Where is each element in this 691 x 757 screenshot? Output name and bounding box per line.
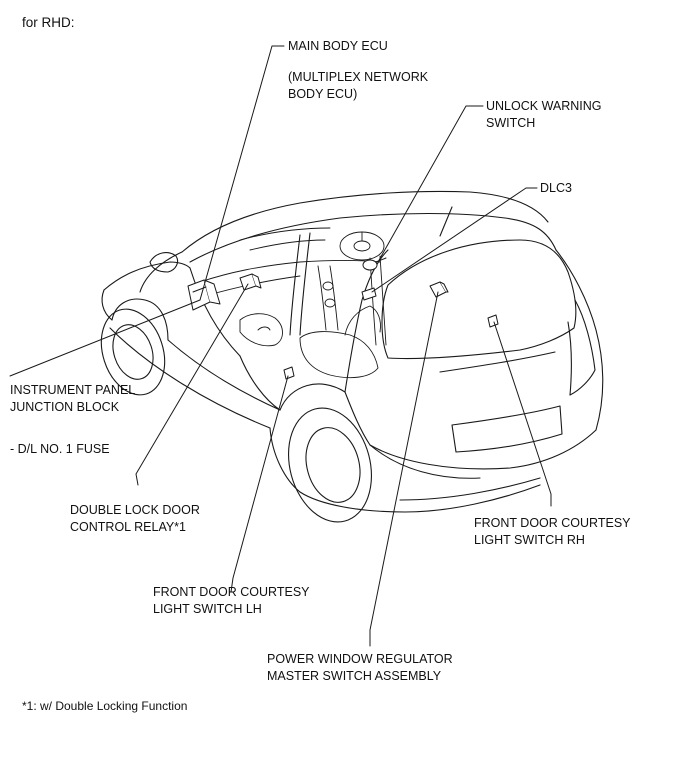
label-front-door-courtesy-rh: FRONT DOOR COURTESY LIGHT SWITCH RH [474, 516, 631, 547]
car-body [91, 191, 603, 531]
label-instrument-panel-jb: INSTRUMENT PANEL JUNCTION BLOCK [10, 383, 136, 414]
leader-instrument-panel-jb [10, 300, 200, 376]
leader-power-window [370, 292, 438, 646]
front-door-courtesy-lh-part [284, 367, 294, 379]
leader-main-body-ecu [200, 46, 284, 300]
label-double-lock-relay: DOUBLE LOCK DOOR CONTROL RELAY*1 [70, 503, 200, 534]
double-lock-relay-part [240, 274, 261, 290]
power-window-master-part [430, 282, 448, 297]
leader-double-lock-relay [136, 284, 248, 485]
leader-unlock-warning [378, 106, 483, 262]
leader-courtesy-lh [231, 376, 288, 592]
label-main-body-ecu-sub: (MULTIPLEX NETWORK BODY ECU) [288, 70, 429, 101]
label-power-window-master: POWER WINDOW REGULATOR MASTER SWITCH ASS… [267, 652, 453, 683]
label-front-door-courtesy-lh: FRONT DOOR COURTESY LIGHT SWITCH LH [153, 585, 310, 616]
leader-lines [10, 46, 551, 646]
components [188, 258, 498, 379]
front-door-courtesy-rh-part [488, 315, 498, 327]
label-unlock-warning-switch: UNLOCK WARNING SWITCH [486, 99, 602, 130]
page-title: for RHD: [22, 15, 75, 30]
label-dlc3: DLC3 [540, 181, 572, 195]
leader-courtesy-rh [494, 322, 551, 506]
dlc3-part [362, 288, 376, 300]
label-main-body-ecu: MAIN BODY ECU [288, 39, 388, 53]
label-dl-fuse: - D/L NO. 1 FUSE [10, 442, 110, 456]
footnote: *1: w/ Double Locking Function [22, 699, 188, 713]
leader-dlc3 [372, 188, 537, 292]
unlock-warning-switch-part [363, 258, 386, 270]
